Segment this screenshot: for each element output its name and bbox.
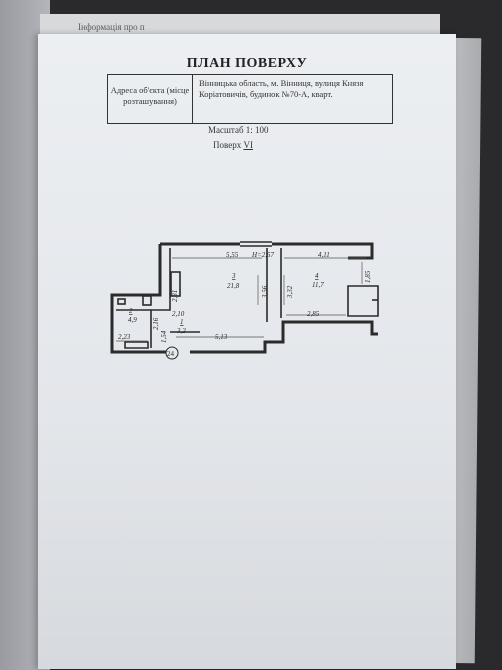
dim-top-right: 4,11 [318,251,330,259]
dim-332: 3,32 [286,285,294,299]
address-label: Адреса об'єкта (місце розташування) [108,75,193,123]
dim-285: 2,85 [307,310,320,318]
address-value: Вінницька область, м. Вінниця, вулиця Кн… [199,78,364,99]
page-title: ПЛАН ПОВЕРХУ [186,56,308,71]
address-table: Адреса об'єкта (місце розташування) Вінн… [107,74,393,124]
window-frame [240,241,272,247]
apartment-number: 24 [167,350,175,358]
floor-line: Поверх VI [213,140,253,150]
dim-top-left: 5,55 [226,251,239,259]
scale-line: Масштаб 1: 100 [208,125,269,135]
floor-value: VI [243,140,253,150]
bath-tub [124,341,149,349]
room2-area: 4,9 [128,316,137,324]
room3-number: 3 [231,272,236,280]
sink [117,298,126,305]
outer-wall-left [110,244,378,354]
underlying-page-header: Інформація про п [78,22,145,32]
dim-281: 2,81 [171,290,179,302]
scale-value: 1: 100 [245,125,269,135]
dim-356: 3,56 [261,285,269,299]
interior-wall-box [347,285,379,317]
dim-185: 1,85 [364,270,372,283]
room1-area: 3,2 [176,327,186,335]
room4-number: 4 [315,272,319,280]
stove [170,271,181,297]
room4-area: 11,7 [312,281,324,289]
apartment-marker [165,346,179,360]
dim-223: 2,23 [118,333,131,341]
scale-label: Масштаб [208,125,244,135]
ceiling-height: Н=2,57 [251,251,275,259]
interior-wall [150,248,171,348]
floor-label: Поверх [213,140,242,150]
dim-154: 1,54 [160,330,168,343]
dim-210: 2,10 [172,310,185,318]
dim-216: 2,16 [152,317,160,330]
dim-513: 5,13 [215,333,228,341]
toilet [142,295,152,306]
room3-area: 21,8 [227,282,240,290]
room2-number: 2 [129,307,133,315]
room1-number: 1 [180,318,184,326]
